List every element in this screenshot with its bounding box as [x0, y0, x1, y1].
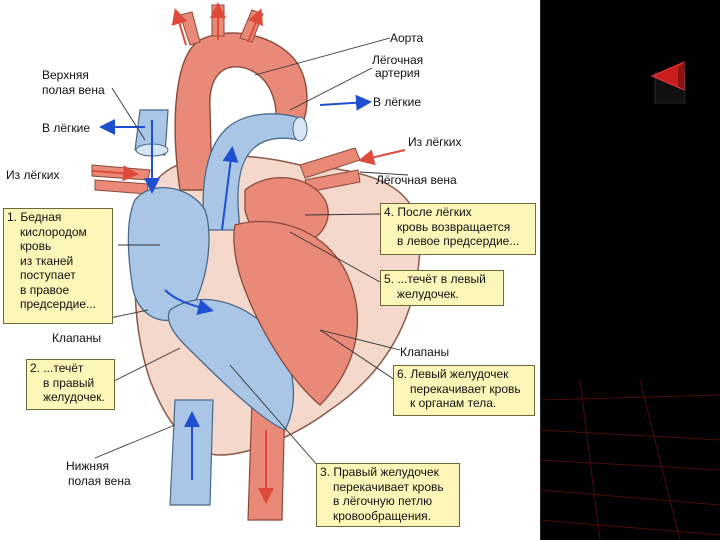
step-3-line: перекачивает кровь [333, 479, 444, 494]
pulmonary-vein-left-2 [94, 179, 149, 195]
label-from-lungs-right: Из лёгких [408, 135, 462, 149]
arrow-aorta-up-1 [171, 8, 188, 46]
step-6-line: перекачивает кровь [410, 381, 521, 396]
arrow-from-lungs-right [358, 149, 406, 166]
back-arrow-icon[interactable] [648, 60, 688, 100]
step-6-line: 6. Левый желудочек [397, 367, 509, 381]
step-6-callout: 6. Левый желудочек перекачивает кровь к … [393, 365, 535, 416]
step-2-callout: 2. ...течёт в правый желудочек. [26, 359, 115, 410]
sidebar-decor [540, 0, 720, 540]
step-3-line: кровообращения. [333, 508, 431, 523]
step-3-line: 3. Правый желудочек [320, 465, 439, 479]
label-ivc-2: полая вена [68, 474, 131, 488]
step-1-line: кровь [20, 239, 52, 253]
step-1-callout: 1. Бедная кислородом кровь из тканей пос… [3, 208, 113, 324]
step-1-line: из тканей [20, 253, 74, 268]
arrow-ra-to-rv [164, 289, 214, 315]
arrow-pa-up [221, 146, 239, 231]
right-ventricle [167, 298, 295, 431]
leader-lines [94, 37, 409, 467]
label-pulmonary-vein: Лёгочная вена [376, 173, 457, 187]
step-5-line: 5. ...течёт в левый [384, 272, 486, 286]
arrow-from-lungs-left [91, 165, 139, 182]
left-ventricle [233, 220, 358, 406]
step-1-line: поступает [20, 268, 76, 282]
slide-sidebar [540, 0, 720, 540]
step-4-line: в левое предсердие... [397, 234, 520, 248]
label-pulmonary-artery-1: Лёгочная [372, 53, 424, 67]
step-4-line: кровь возвращается [397, 219, 511, 234]
step-3-callout: 3. Правый желудочек перекачивает кровь в… [316, 463, 460, 527]
label-from-lungs-left: Из лёгких [6, 168, 60, 182]
step-1-line: 1. Бедная [7, 210, 62, 224]
label-svc-2: полая вена [42, 83, 105, 97]
step-4-line: 4. После лёгких [384, 205, 472, 219]
label-valves-left: Клапаны [52, 331, 102, 345]
label-to-lungs-right: В лёгкие [373, 95, 422, 109]
aortic-arch [174, 32, 308, 191]
step-5-callout: 5. ...течёт в левый желудочек. [380, 270, 504, 306]
step-1-line: предсердие... [20, 297, 97, 311]
arrow-to-lungs-right [319, 94, 372, 111]
label-to-lungs-left: В лёгкие [42, 121, 91, 135]
label-pulmonary-artery-2: артерия [375, 66, 420, 80]
step-6-line: к органам тела. [410, 396, 497, 410]
step-1-line: кислородом [20, 224, 87, 239]
step-3-line: в лёгочную петлю [333, 494, 433, 508]
step-4-callout: 4. После лёгких кровь возвращается в лев… [380, 203, 536, 255]
step-2-line: желудочек. [43, 390, 105, 404]
arrow-aorta-up-3 [247, 8, 263, 43]
step-2-line: 2. ...течёт [30, 361, 84, 375]
step-1-line: в правое [20, 282, 70, 297]
step-5-line: желудочек. [397, 286, 459, 301]
aorta-branch-1 [179, 11, 201, 46]
label-aorta: Аорта [390, 31, 424, 45]
label-ivc-1: Нижняя [66, 459, 110, 473]
pulmonary-artery-opening [292, 116, 308, 142]
label-valves-right: Клапаны [400, 345, 450, 359]
step-2-line: в правый [43, 375, 95, 390]
label-svc-1: Верхняя [42, 68, 89, 82]
